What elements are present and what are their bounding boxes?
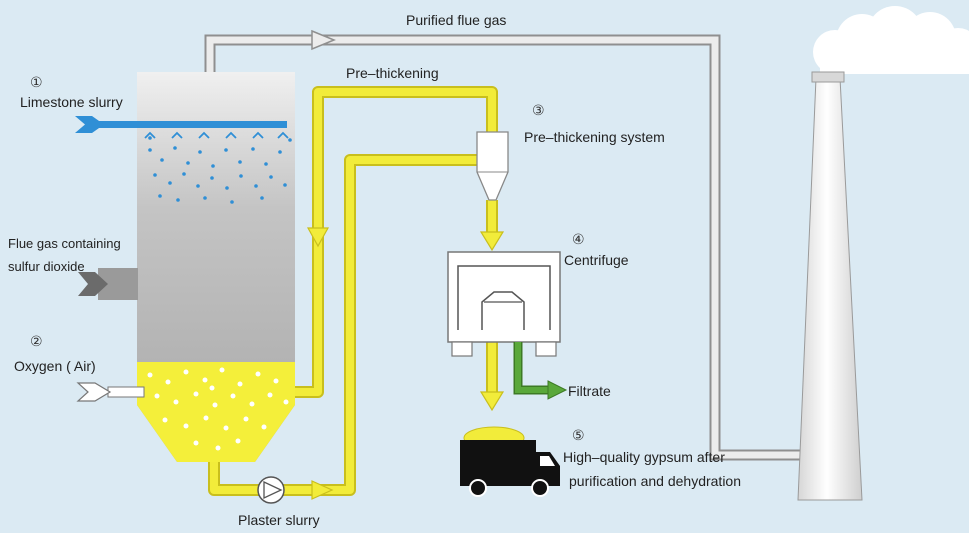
slurry-bubbles (147, 367, 289, 451)
pre-thickening-cyclone (476, 131, 509, 201)
filtrate-label: Filtrate (568, 383, 611, 399)
gypsum-slurry-sump (137, 362, 295, 462)
flue-gas-label-line2: sulfur dioxide (8, 259, 85, 274)
centrifuge-label: Centrifuge (564, 252, 629, 268)
step-1-number: ① (30, 75, 43, 91)
spray-nozzles (144, 131, 289, 139)
limestone-spray-droplets (148, 136, 292, 204)
oxygen-inlet (76, 382, 145, 402)
gypsum-label-line1: High–quality gypsum after (563, 449, 725, 465)
pre-thickening-down-arrow-icon (306, 227, 330, 248)
flue-gas-inlet (78, 268, 138, 300)
filtrate-arrow-icon (547, 380, 568, 400)
centrifuge-feed-arrow-icon (479, 231, 505, 252)
slurry-flow-arrows (306, 227, 505, 500)
centrifuge-unit (447, 251, 561, 357)
limestone-slurry-label: Limestone slurry (20, 94, 123, 110)
gypsum-label-line2: purification and dehydration (569, 473, 741, 489)
flue-gas-arrow-icon (78, 272, 108, 296)
step-2-number: ② (30, 334, 43, 350)
smoke-cloud (813, 6, 969, 74)
flue-gas-label-line1: Flue gas containing (8, 236, 121, 251)
limestone-arrow-icon (75, 116, 104, 133)
purified-flue-gas-label: Purified flue gas (406, 12, 506, 28)
step-5-number: ⑤ (572, 428, 585, 444)
slurry-pump (257, 476, 285, 504)
purified-flue-gas-pipe (204, 29, 800, 461)
gypsum-truck (460, 426, 560, 497)
chimney-stack (797, 71, 863, 501)
gypsum-output-arrow-icon (479, 391, 505, 412)
filtrate-pipe (513, 342, 568, 400)
pre-thickening-label: Pre–thickening (346, 65, 439, 81)
plaster-slurry-arrow-icon (311, 480, 334, 500)
purified-gas-arrow-icon (311, 29, 336, 51)
step-4-number: ④ (572, 232, 585, 248)
pump-icon (263, 480, 283, 500)
oxygen-arrow-icon (76, 382, 112, 402)
plaster-slurry-label: Plaster slurry (238, 512, 320, 528)
absorber-tower (137, 72, 295, 462)
step-3-number: ③ (532, 103, 545, 119)
oxygen-air-label: Oxygen ( Air) (14, 358, 96, 374)
pre-thickening-system-label: Pre–thickening system (524, 129, 665, 145)
limestone-slurry-inlet (75, 116, 287, 133)
slurry-pipes (208, 86, 498, 496)
